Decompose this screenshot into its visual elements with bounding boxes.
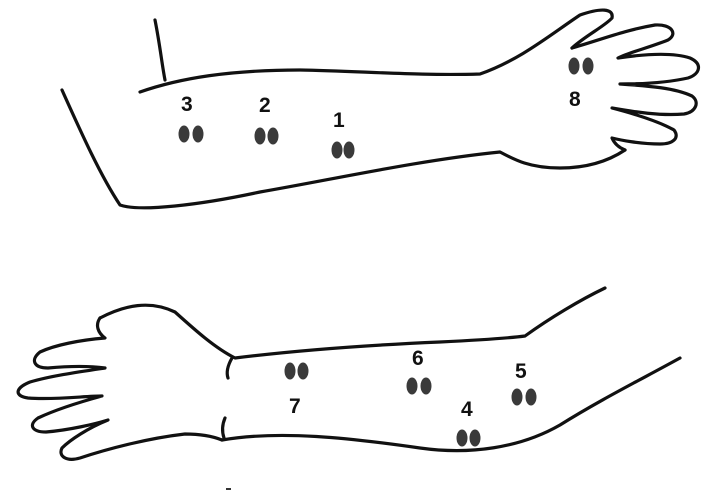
site-3-marker [179, 126, 204, 143]
upper-arm-top-contour [140, 10, 612, 92]
site-7-marker [285, 363, 309, 380]
site-5-marker [512, 389, 537, 406]
site-7-label: 7 [289, 395, 301, 418]
lower-arm-wrist-crease-top [227, 358, 232, 378]
site-2-label: 2 [259, 94, 271, 117]
upper-arm-fingers [572, 25, 698, 150]
lower-arm-drawing [18, 288, 680, 459]
scan-speck [226, 488, 231, 490]
lower-arm-hand-fingers [18, 318, 222, 459]
lower-arm-top-contour [100, 288, 605, 358]
upper-arm-bottom-contour [62, 90, 625, 208]
site-8-label: 8 [569, 88, 581, 111]
site-8-marker [569, 58, 594, 75]
site-4-marker [457, 430, 481, 447]
site-2-marker [255, 128, 279, 145]
upper-arm-shoulder-line [155, 20, 165, 80]
upper-arm-drawing [62, 10, 698, 208]
site-6-label: 6 [412, 347, 424, 370]
site-1-label: 1 [333, 109, 345, 132]
site-3-label: 3 [181, 93, 193, 116]
site-4-label: 4 [461, 398, 473, 421]
site-6-marker [407, 378, 432, 395]
injection-sites: 1 2 3 8 7 6 [179, 58, 594, 447]
lower-arm-wrist-crease-bottom [223, 418, 225, 438]
site-5-label: 5 [515, 360, 527, 383]
site-1-marker [332, 142, 355, 159]
